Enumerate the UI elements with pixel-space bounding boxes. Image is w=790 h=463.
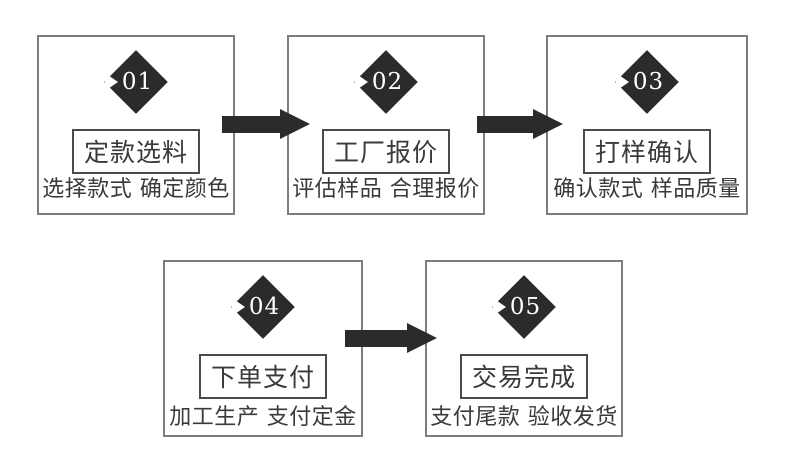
arrow-shaft: [345, 329, 407, 347]
step-title: 交易完成: [471, 363, 577, 392]
step-title: 打样确认: [594, 138, 700, 167]
badge-notch-icon: [355, 73, 368, 91]
arrow-head: [407, 323, 437, 353]
right-arrow-icon: [222, 109, 310, 139]
badge-notch-icon: [616, 73, 629, 91]
arrow-head: [533, 109, 563, 139]
step-number: 03: [632, 69, 665, 95]
step-5-diamond-badge: 05: [492, 275, 556, 339]
step-2-diamond-badge: 02: [354, 50, 418, 114]
step-box-4: 04 下单支付 加工生产 支付定金: [163, 260, 363, 437]
step-number: 02: [371, 69, 404, 95]
step-title: 下单支付: [210, 363, 316, 392]
step-title: 定款选料: [83, 138, 189, 167]
step-box-3: 03 打样确认 确认款式 样品质量: [546, 35, 748, 215]
badge-notch-icon: [493, 298, 506, 316]
step-2-subtitle: 评估样品 合理报价: [292, 177, 480, 202]
step-3-diamond-badge: 03: [615, 50, 679, 114]
step-5-title-box: 交易完成: [459, 354, 589, 399]
step-4-title-box: 下单支付: [198, 354, 328, 399]
step-title: 工厂报价: [333, 138, 439, 167]
step-3-subtitle: 确认款式 样品质量: [553, 177, 741, 202]
step-1-title-box: 定款选料: [71, 129, 201, 174]
step-2-title-box: 工厂报价: [321, 129, 451, 174]
step-number: 01: [121, 69, 154, 95]
step-box-5: 05 交易完成 支付尾款 验收发货: [425, 260, 623, 437]
right-arrow-icon: [477, 109, 563, 139]
step-4-subtitle: 加工生产 支付定金: [169, 405, 357, 430]
step-1-diamond-badge: 01: [104, 50, 168, 114]
step-4-diamond-badge: 04: [231, 275, 295, 339]
step-5-subtitle: 支付尾款 验收发货: [430, 405, 618, 430]
step-box-2: 02 工厂报价 评估样品 合理报价: [287, 35, 485, 215]
arrow-shaft: [222, 115, 280, 133]
step-number: 04: [248, 294, 281, 320]
step-number: 05: [509, 294, 542, 320]
arrow-head: [280, 109, 310, 139]
badge-notch-icon: [232, 298, 245, 316]
badge-notch-icon: [105, 73, 118, 91]
arrow-shaft: [477, 115, 533, 133]
step-1-subtitle: 选择款式 确定颜色: [42, 177, 230, 202]
right-arrow-icon: [345, 323, 437, 353]
step-3-title-box: 打样确认: [582, 129, 712, 174]
step-box-1: 01 定款选料 选择款式 确定颜色: [37, 35, 235, 215]
